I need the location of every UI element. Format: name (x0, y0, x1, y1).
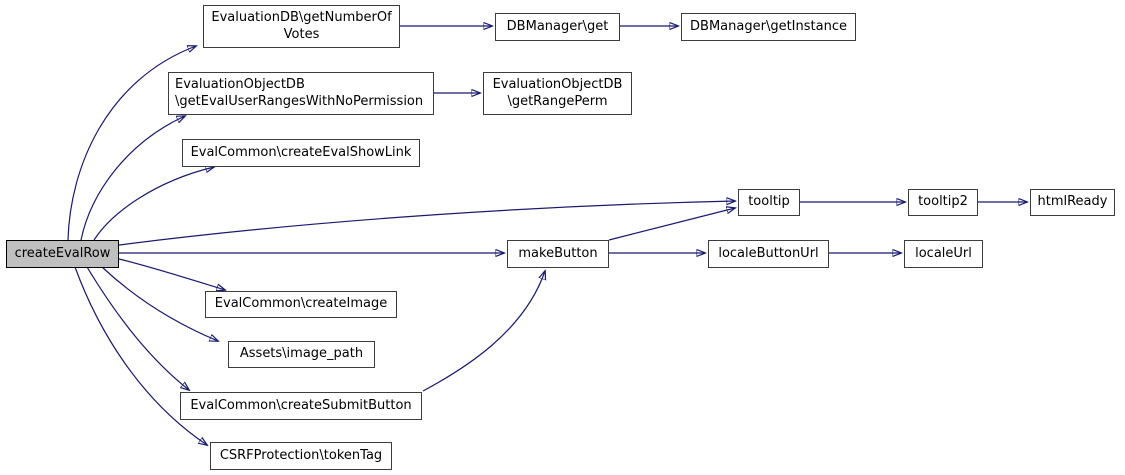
node-tooltip2[interactable]: tooltip2 (908, 189, 978, 216)
edge-createEvalRow-getEvalUserRangesWithNoPermission (80, 116, 185, 241)
edge-makeButton-tooltip (608, 208, 735, 241)
node-tooltip[interactable]: tooltip (738, 189, 800, 216)
node-htmlready[interactable]: htmlReady (1030, 189, 1115, 216)
node-tokentag[interactable]: CSRFProtection\tokenTag (210, 442, 392, 470)
edge-createEvalRow-getNumberOfVotes (67, 46, 196, 241)
node-createevalshowlink[interactable]: EvalCommon\createEvalShowLink (182, 139, 420, 167)
node-image-path[interactable]: Assets\image_path (228, 341, 375, 368)
node-localeurl[interactable]: localeUrl (904, 240, 983, 268)
edge-createEvalRow-image_path (101, 266, 218, 341)
edge-createEvalRow-tokenTag (74, 266, 207, 445)
node-dbmanager-getinstance[interactable]: DBManager\getInstance (681, 13, 856, 41)
node-createEvalRow: createEvalRow (6, 240, 119, 268)
node-getrangeperm[interactable]: EvaluationObjectDB \getRangePerm (483, 72, 632, 115)
node-getNumberOfVotes[interactable]: EvaluationDB\getNumberOf Votes (203, 5, 400, 48)
edge-createEvalRow-tooltip (118, 201, 735, 246)
edge-createSubmitButton-makeButton (422, 271, 545, 392)
node-dbmanager-get[interactable]: DBManager\get (495, 13, 620, 41)
node-getevaluserrangeswithnopermission[interactable]: EvaluationObjectDB \getEvalUserRangesWit… (168, 72, 434, 115)
node-localebuttonurl[interactable]: localeButtonUrl (708, 240, 829, 268)
edge-createEvalRow-createSubmitButton (86, 266, 189, 390)
node-createsubmitbutton[interactable]: EvalCommon\createSubmitButton (180, 392, 422, 420)
node-makebutton[interactable]: makeButton (507, 240, 609, 268)
node-createimage[interactable]: EvalCommon\createImage (205, 291, 397, 318)
edge-createEvalRow-createEvalShowLink (93, 167, 214, 241)
edge-createEvalRow-createImage (118, 258, 225, 290)
